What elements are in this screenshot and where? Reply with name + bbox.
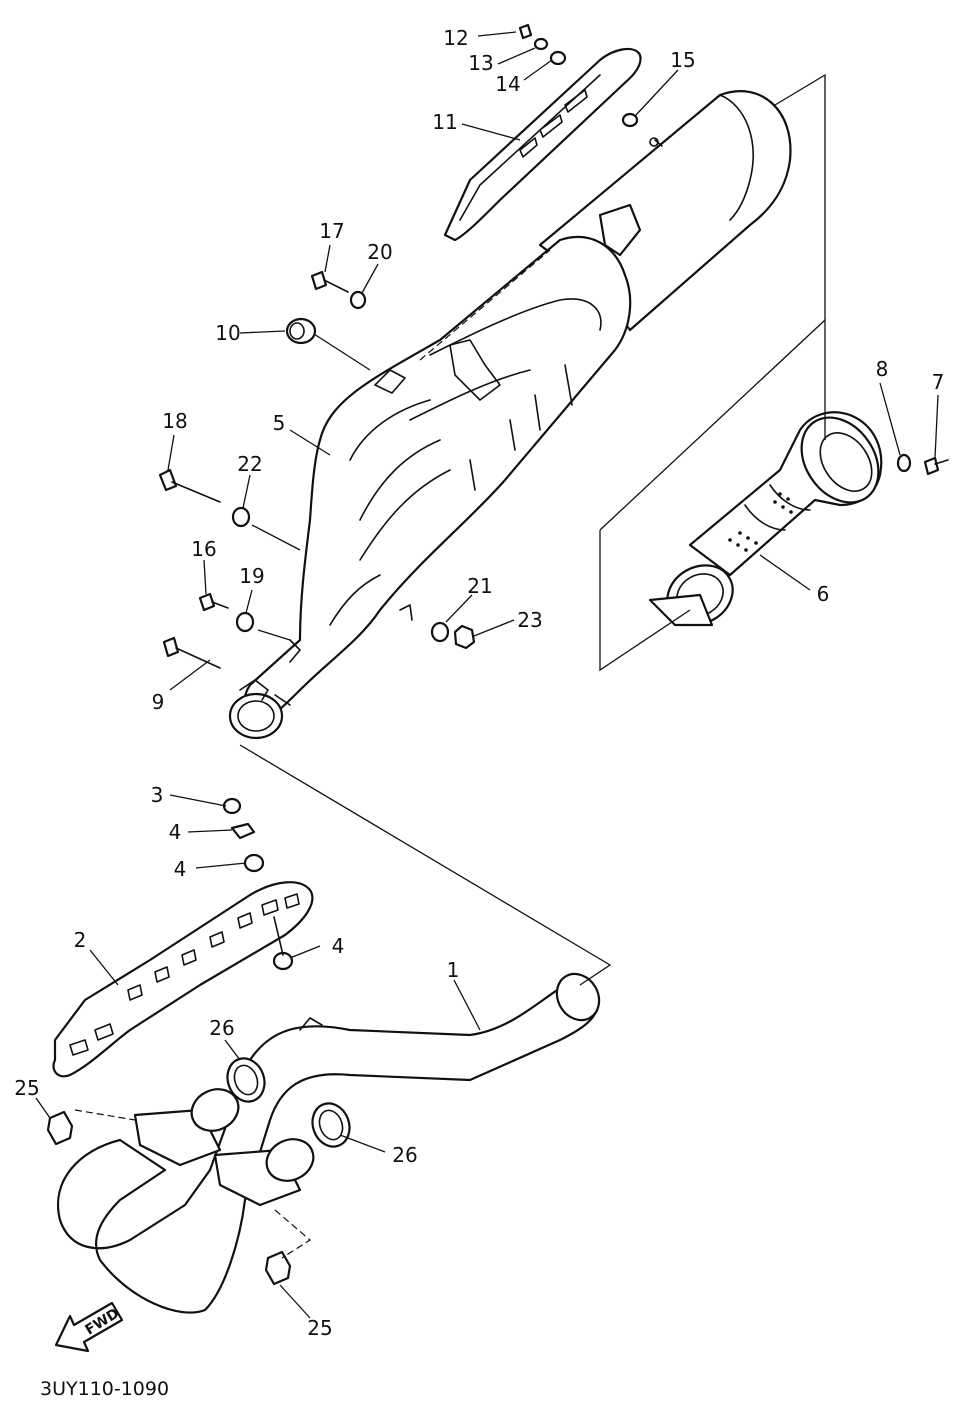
tail-bracket — [598, 203, 642, 257]
callout-22: 21 — [467, 574, 493, 598]
callout-11: 10 — [215, 321, 241, 345]
callout-5: 4 — [168, 820, 182, 844]
callout-6: 5 — [272, 411, 286, 435]
hardware-muffler — [158, 23, 949, 669]
callout-25-lower: 25 — [307, 1316, 333, 1340]
callout-2: 2 — [73, 928, 87, 952]
callout-23: 22 — [237, 452, 263, 476]
protector-cutouts — [69, 893, 300, 1056]
callout-21: 20 — [367, 240, 393, 264]
callout-4-lower: 4 — [331, 934, 345, 958]
callout-13: 12 — [443, 26, 469, 50]
group-frame-tail — [774, 73, 826, 320]
callout-14: 13 — [468, 51, 494, 75]
callout-3: 3 — [150, 783, 164, 807]
drawing-code: 3UY110-1090 — [40, 1378, 170, 1400]
group-frame-pipe — [239, 744, 612, 986]
callout-10: 9 — [151, 690, 165, 714]
callout-9: 8 — [875, 357, 889, 381]
callout-25-upper: 25 — [14, 1076, 40, 1100]
spark-arrester — [648, 411, 883, 627]
callout-20: 19 — [239, 564, 265, 588]
callout-26-upper: 26 — [209, 1016, 235, 1040]
callout-18: 17 — [319, 219, 345, 243]
callout-17: 16 — [191, 537, 217, 561]
callout-4-upper: 4 — [173, 857, 187, 881]
upper-heat-protector — [443, 47, 642, 242]
muffler-body — [228, 235, 632, 740]
forward-direction-arrow — [54, 1301, 124, 1353]
hardware-protector — [222, 797, 294, 971]
callout-15: 14 — [495, 72, 521, 96]
callout-19: 18 — [162, 409, 188, 433]
callout-16: 15 — [670, 48, 696, 72]
lower-heat-protector — [52, 881, 314, 1078]
callout-1: 1 — [446, 958, 460, 982]
callout-8: 7 — [931, 370, 945, 394]
callout-7: 6 — [816, 582, 830, 606]
dashed-guides — [74, 249, 551, 1259]
exhaust-pipe — [57, 972, 601, 1314]
callout-12: 11 — [432, 110, 458, 134]
perforation-pattern — [728, 492, 793, 552]
leader-lines — [35, 31, 939, 1319]
callout-26-lower: 26 — [392, 1143, 418, 1167]
callout-24: 23 — [517, 608, 543, 632]
